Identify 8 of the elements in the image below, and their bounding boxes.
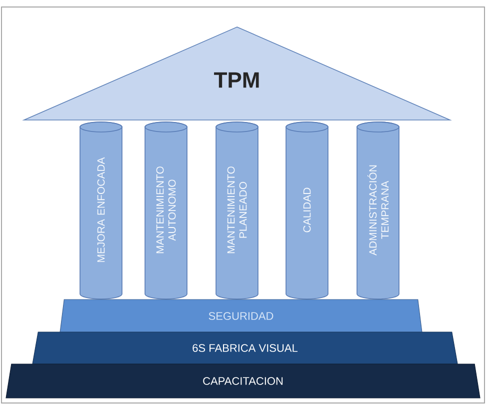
pillar-cylinder: MEJORA ENFOCADA	[80, 122, 122, 300]
base-step: CAPACITACION	[6, 364, 480, 398]
pillar-cylinder: MANTENIMIENTO AUTONOMO	[144, 122, 188, 300]
base-step: 6S FABRICA VISUAL	[32, 332, 458, 364]
base-step: SEGURIDAD	[60, 299, 422, 333]
pillar-cylinder: MANTENIMIENTO PLANEADO	[216, 122, 258, 300]
pillar-cylinder: ADMINISTRACIÓN TEMPRANA	[356, 122, 400, 300]
pillar-cylinder: CALIDAD	[286, 122, 328, 300]
